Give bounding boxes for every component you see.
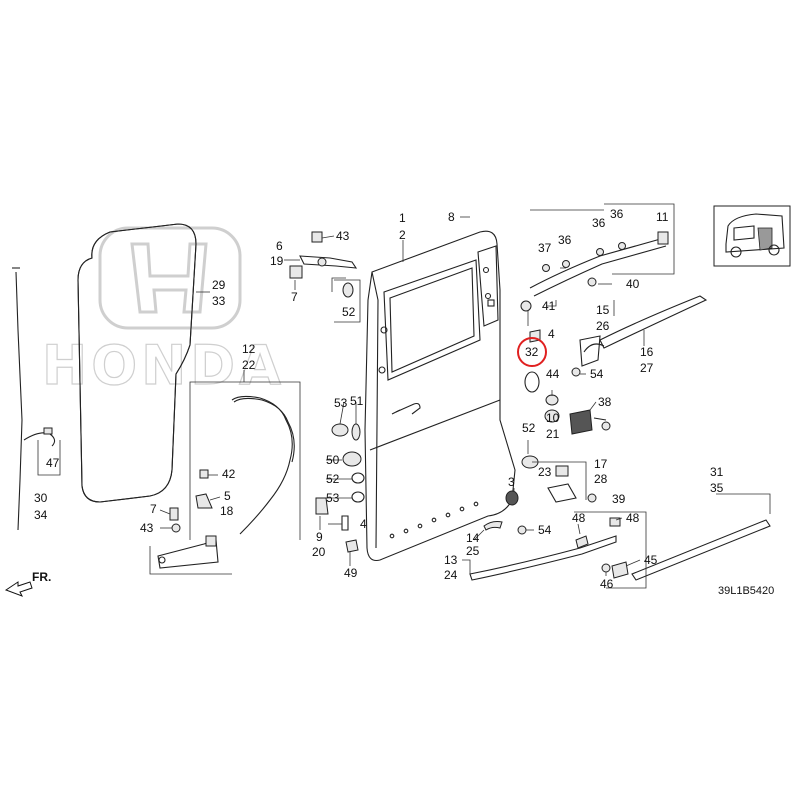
callout-34: 34 xyxy=(34,508,48,522)
callout-18: 18 xyxy=(220,504,234,518)
callout-48-left: 48 xyxy=(572,511,586,525)
callout-21: 21 xyxy=(546,427,560,441)
callout-22: 22 xyxy=(242,358,256,372)
callout-43-upper: 43 xyxy=(336,229,350,243)
callout-12: 12 xyxy=(242,342,256,356)
callout-46: 46 xyxy=(600,577,614,591)
callout-25: 25 xyxy=(466,544,480,558)
callout-52-right: 52 xyxy=(522,421,536,435)
callout-7-lower: 7 xyxy=(150,502,157,516)
callout-23: 23 xyxy=(538,465,552,479)
callout-50: 50 xyxy=(326,453,340,467)
callout-44: 44 xyxy=(546,367,560,381)
callout-19: 19 xyxy=(270,254,284,268)
callout-4-left: 4 xyxy=(360,517,367,531)
callout-6: 6 xyxy=(276,239,283,253)
left-harness-strip xyxy=(12,267,61,531)
callout-8: 8 xyxy=(448,210,455,224)
callout-41: 41 xyxy=(542,299,556,313)
callout-16: 16 xyxy=(640,345,654,359)
callout-9: 9 xyxy=(316,530,323,544)
callout-33: 33 xyxy=(212,294,226,308)
callout-14: 14 xyxy=(466,531,480,545)
upper-rail-assembly xyxy=(520,203,675,312)
callout-51: 51 xyxy=(350,394,364,408)
callout-31: 31 xyxy=(710,465,724,479)
callout-11: 11 xyxy=(656,210,669,224)
callout-5: 5 xyxy=(224,489,231,503)
callout-45: 45 xyxy=(644,553,658,567)
callout-17: 17 xyxy=(594,457,608,471)
callout-38: 38 xyxy=(598,395,612,409)
callout-15: 15 xyxy=(596,303,610,317)
callout-36-left: 36 xyxy=(558,233,572,247)
callout-42: 42 xyxy=(222,467,236,481)
callout-47: 47 xyxy=(46,456,60,470)
callout-53-lower: 53 xyxy=(326,491,340,505)
callout-53-upper: 53 xyxy=(334,396,348,410)
callout-35: 35 xyxy=(710,481,724,495)
callout-39: 39 xyxy=(612,492,626,506)
lower-rail-garnish xyxy=(462,490,617,581)
callout-54-lower: 54 xyxy=(538,523,552,537)
callout-36-right: 36 xyxy=(610,207,624,221)
callout-48-right: 48 xyxy=(626,511,640,525)
upper-handle-parts xyxy=(289,231,361,323)
callout-37: 37 xyxy=(538,241,552,255)
callout-7-upper: 7 xyxy=(291,290,298,304)
leader-lines xyxy=(159,216,645,576)
callout-3: 3 xyxy=(508,475,515,489)
part-32-highlight xyxy=(517,337,547,393)
callout-29: 29 xyxy=(212,278,226,292)
callout-10: 10 xyxy=(546,411,560,425)
center-roller-rail xyxy=(529,295,708,377)
lower-trim-assembly xyxy=(574,493,771,589)
center-fasteners xyxy=(315,423,365,553)
watermark-h-mark xyxy=(130,242,208,314)
door-weatherstrip xyxy=(77,223,197,503)
vehicle-location-thumbnail xyxy=(713,205,791,267)
callout-52-upper: 52 xyxy=(342,305,356,319)
callout-24: 24 xyxy=(444,568,458,582)
callout-13: 13 xyxy=(444,553,458,567)
callout-27: 27 xyxy=(640,361,654,375)
callout-26: 26 xyxy=(596,319,610,333)
diagram-code: 39L1B5420 xyxy=(718,585,774,597)
callout-1: 1 xyxy=(399,211,406,225)
callout-49: 49 xyxy=(344,566,358,580)
honda-watermark: HONDA xyxy=(41,226,285,398)
callout-43-lower: 43 xyxy=(140,521,154,535)
sliding-door-panel xyxy=(364,230,516,562)
callout-20: 20 xyxy=(312,545,326,559)
callout-28: 28 xyxy=(594,472,608,486)
lower-lock-assembly xyxy=(149,381,301,575)
callout-4-right: 4 xyxy=(548,327,555,341)
rear-striker-assembly xyxy=(521,455,597,503)
callout-32: 32 xyxy=(525,345,539,359)
callout-40: 40 xyxy=(626,277,640,291)
callout-36-middle: 36 xyxy=(592,216,606,230)
front-arrow-icon xyxy=(4,581,33,597)
front-direction-indicator: FR. xyxy=(4,570,51,597)
callout-54-upper: 54 xyxy=(590,367,604,381)
lower-roller-assembly xyxy=(544,394,611,435)
callout-labels: 1 2 8 43 6 19 7 52 29 33 12 22 53 51 50 … xyxy=(34,207,724,591)
callout-52-middle: 52 xyxy=(326,472,340,486)
watermark-logo-frame xyxy=(98,226,242,330)
callout-30: 30 xyxy=(34,491,48,505)
watermark-brand-text: HONDA xyxy=(42,334,285,397)
callout-2: 2 xyxy=(399,228,406,242)
front-direction-label: FR. xyxy=(32,570,51,584)
